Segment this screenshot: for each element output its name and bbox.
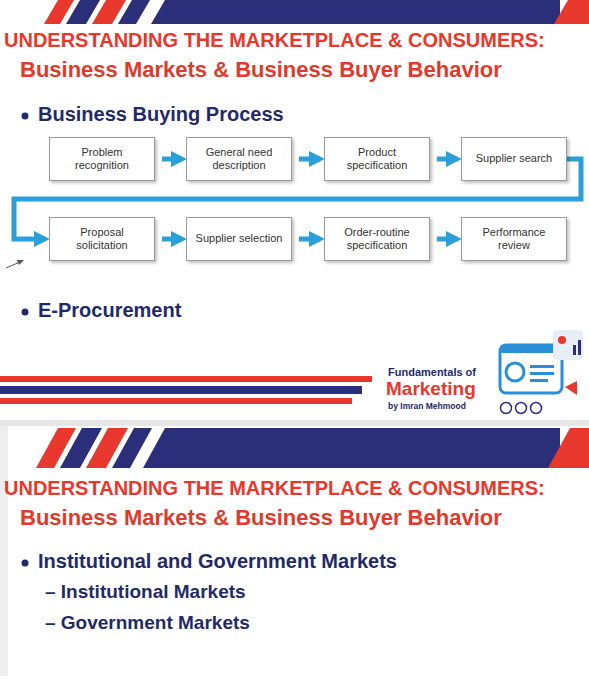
bullet-text: Institutional and Government Markets xyxy=(38,550,397,573)
slide-subheading: Business Markets & Business Buyer Behavi… xyxy=(20,505,502,530)
flow-arrow xyxy=(437,237,457,242)
process-box: Performance review xyxy=(461,217,567,261)
process-box: Proposal solicitation xyxy=(49,217,155,261)
sub-bullet-text: – Institutional Markets xyxy=(45,581,246,603)
box-label: Product specification xyxy=(325,144,429,174)
logo-text: Fundamentals of xyxy=(388,366,476,379)
box-label: Supplier search xyxy=(472,150,556,167)
bullet-dot xyxy=(22,309,29,316)
logo-icon xyxy=(500,330,583,414)
logo-text: by Imran Mehmood xyxy=(388,402,466,412)
box-label: Supplier selection xyxy=(192,230,287,247)
header-stripes xyxy=(44,0,589,24)
bullet-text: E-Procurement xyxy=(38,299,181,322)
pointer-head xyxy=(17,260,24,265)
bullet-text: Business Buying Process xyxy=(38,103,284,126)
box-label: Proposal solicitation xyxy=(50,224,154,254)
box-label: Performance review xyxy=(462,224,566,254)
process-box: Product specification xyxy=(324,137,430,181)
process-box: General need description xyxy=(186,137,292,181)
pointer-line xyxy=(6,262,20,268)
header-stripes xyxy=(36,428,589,468)
flow-arrow xyxy=(162,237,182,242)
flow-arrow xyxy=(299,157,320,162)
slide-shadow xyxy=(0,426,8,676)
process-box: Problem recognition xyxy=(49,137,155,181)
slide-subheading: Business Markets & Business Buyer Behavi… xyxy=(20,57,502,82)
slide-heading: UNDERSTANDING THE MARKETPLACE & CONSUMER… xyxy=(4,29,545,52)
box-label: Problem recognition xyxy=(50,144,154,174)
slide-heading: UNDERSTANDING THE MARKETPLACE & CONSUMER… xyxy=(4,477,545,500)
logo-text: Marketing xyxy=(386,378,476,400)
process-box: Supplier search xyxy=(461,137,567,181)
process-box: Supplier selection xyxy=(186,217,292,261)
flow-arrow xyxy=(299,237,320,242)
flow-arrow xyxy=(437,157,457,162)
footer-stripes xyxy=(0,376,372,404)
sub-bullet-text: – Government Markets xyxy=(45,612,250,634)
bullet-dot xyxy=(22,560,29,567)
slide-gap xyxy=(0,420,589,426)
process-box: Order-routine specification xyxy=(324,217,430,261)
bullet-dot xyxy=(22,113,29,120)
flow-arrow xyxy=(162,157,182,162)
box-label: General need description xyxy=(187,144,291,174)
box-label: Order-routine specification xyxy=(325,224,429,254)
